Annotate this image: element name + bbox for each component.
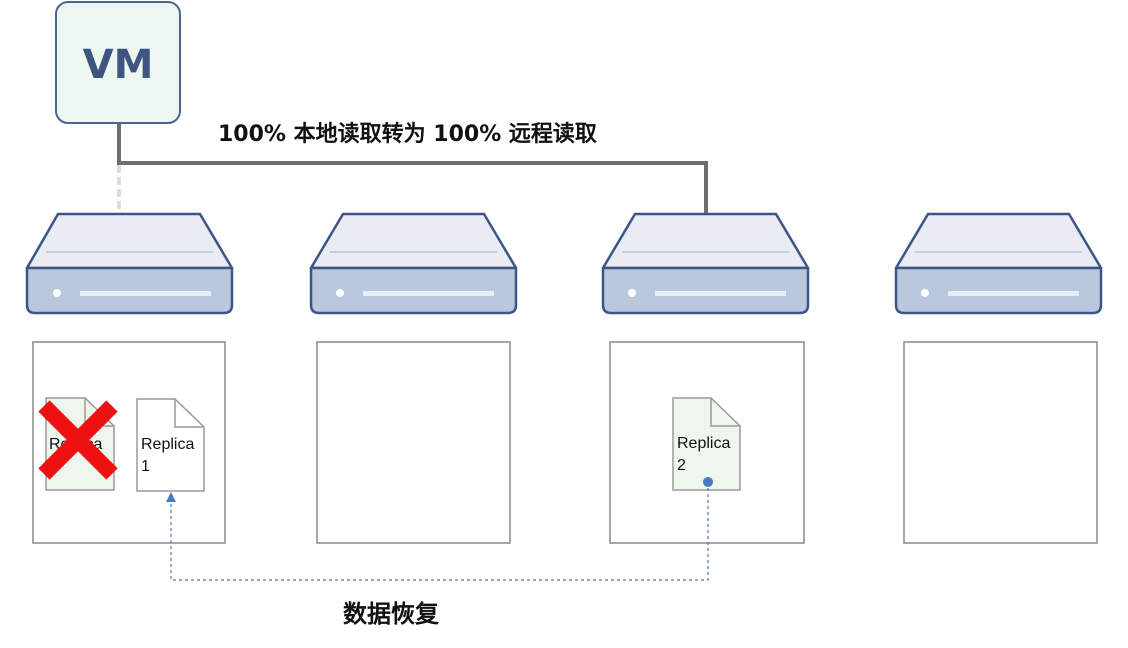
server-node-3[interactable] [601, 212, 810, 315]
read-switch-label: 100% 本地读取转为 100% 远程读取 [218, 121, 597, 147]
replica-1-file[interactable]: Replica 1 [136, 398, 205, 492]
server-node-4[interactable] [894, 212, 1103, 315]
server-led [921, 289, 929, 297]
replica-1-number: 1 [141, 458, 150, 475]
failure-x-mark [38, 400, 118, 480]
replica-2-number: 2 [677, 457, 686, 474]
server-slot [948, 291, 1079, 296]
recovery-link [170, 482, 709, 581]
remote-read-link [117, 124, 708, 235]
server-led [336, 289, 344, 297]
server-slot [363, 291, 494, 296]
replica-2-file[interactable]: Replica 2 [672, 397, 741, 491]
server-led [53, 289, 61, 297]
server-node-1[interactable] [25, 212, 234, 315]
storage-box-2 [316, 341, 511, 544]
server-node-2[interactable] [309, 212, 518, 315]
server-slot [655, 291, 786, 296]
vm-node[interactable]: VM [55, 1, 181, 124]
vm-label: VM [83, 42, 154, 88]
recovery-label: 数据恢复 [343, 600, 440, 628]
server-led [628, 289, 636, 297]
recovery-arrowhead [166, 492, 176, 502]
replica-2-name: Replica [677, 435, 730, 452]
recovery-source-dot [703, 477, 713, 487]
storage-box-4 [903, 341, 1098, 544]
server-slot [80, 291, 211, 296]
replica-1-name: Replica [141, 436, 194, 453]
